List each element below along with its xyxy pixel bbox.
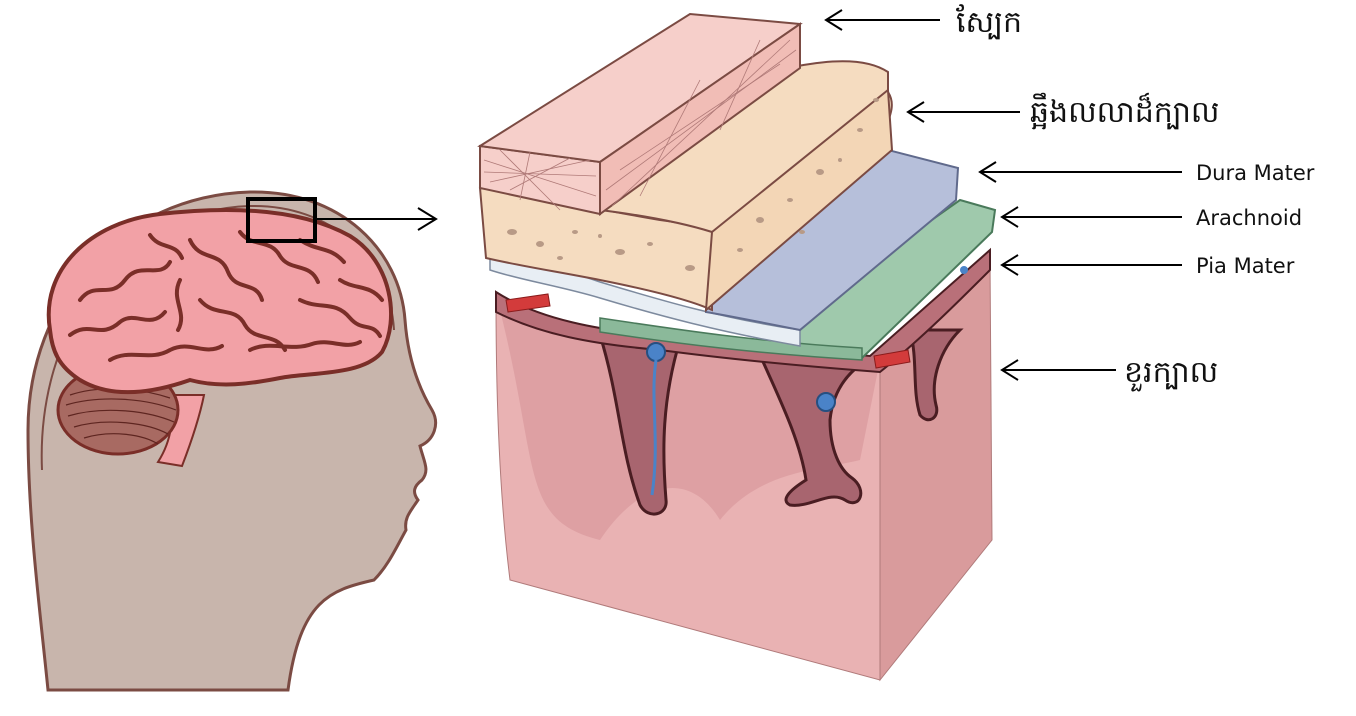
label-skull: ឆ្អឹងលលាដ៏ក្បាល <box>1030 92 1219 130</box>
vein-3 <box>960 266 968 274</box>
dura-layer <box>705 148 960 332</box>
arachnoid-edge <box>599 317 863 361</box>
zoom-box <box>246 197 317 243</box>
label-brain: ខួរក្បាល <box>1124 355 1218 392</box>
cerebellum-folds <box>65 388 177 445</box>
sulci <box>597 328 964 516</box>
label-skin: ស្បែក <box>956 4 1022 40</box>
bone-pores <box>507 98 879 271</box>
blood-vessels <box>505 266 968 496</box>
cross-section <box>477 12 997 682</box>
label-pia-mater: Pia Mater <box>1196 254 1295 278</box>
vein-1 <box>646 342 666 362</box>
cerebrum <box>46 207 393 395</box>
skull-layer-side <box>704 88 894 313</box>
skin-texture <box>483 39 797 211</box>
pia-arrow <box>1000 254 1182 276</box>
brain-arrow <box>1000 359 1116 381</box>
skull-arrow <box>906 101 1020 123</box>
vein-1-branch <box>650 359 658 496</box>
head-illustration <box>26 190 438 692</box>
dura-arrow <box>978 161 1182 183</box>
skin-layer-side <box>599 22 801 216</box>
skin-arrow <box>824 9 940 31</box>
arachnoid-arrow <box>1000 206 1182 228</box>
artery-right <box>873 349 911 369</box>
artery-left <box>505 293 551 313</box>
label-arachnoid: Arachnoid <box>1196 206 1302 230</box>
label-dura-mater: Dura Mater <box>1196 161 1315 185</box>
brain-gyri <box>68 230 384 362</box>
vein-2 <box>816 392 836 412</box>
label-arrows <box>824 9 1182 381</box>
zoom-arrow <box>316 207 438 231</box>
